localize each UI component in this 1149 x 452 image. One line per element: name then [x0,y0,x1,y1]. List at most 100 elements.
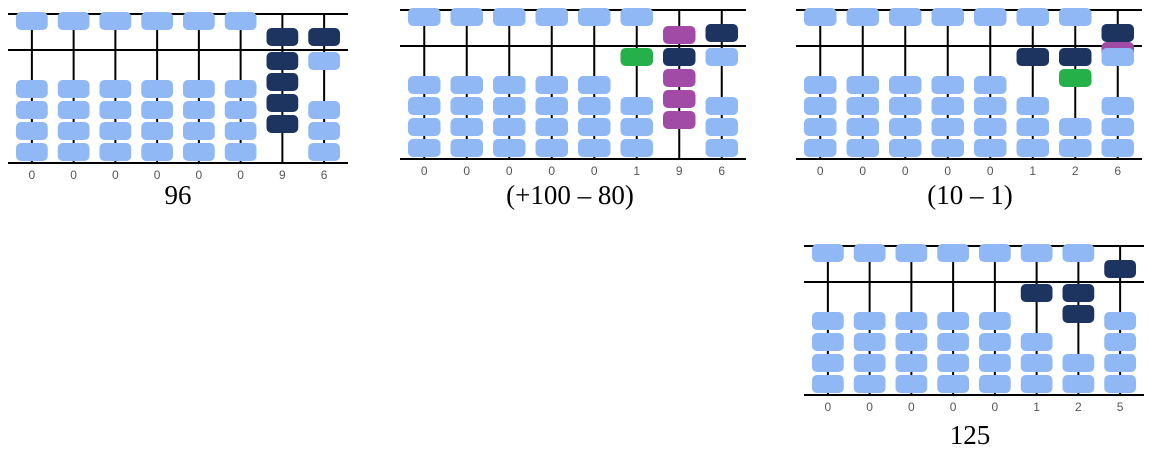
lower-bead [1101,97,1134,115]
lower-bead [224,80,257,98]
lower-bead [493,97,526,115]
lower-bead [937,333,969,351]
lower-bead [493,139,526,157]
lower-bead [705,139,738,157]
digit-label: 1 [1029,164,1036,178]
upper-bead [308,28,340,46]
digit-label: 0 [902,164,909,178]
lower-bead [183,80,215,98]
upper-bead [1059,8,1092,26]
upper-bead [99,12,132,30]
upper-bead [1104,260,1136,278]
lower-bead [853,312,886,330]
digit-label: 0 [196,168,203,182]
upper-bead [266,28,299,46]
lower-bead [16,122,48,140]
lower-bead [266,73,299,91]
upper-bead [846,8,879,26]
upper-bead [974,8,1007,26]
lower-bead [1101,48,1134,66]
lower-bead [1020,354,1053,372]
lower-bead [812,312,844,330]
lower-bead [889,139,922,157]
digit-label: 6 [321,168,328,182]
caption-2: (+100 – 80) [506,180,634,210]
lower-bead [16,143,48,161]
upper-bead [1062,244,1095,262]
digit-label: 0 [908,400,915,414]
lower-bead [974,139,1007,157]
lower-bead [1016,139,1049,157]
lower-bead [889,76,922,94]
digit-label: 2 [1072,164,1079,178]
lower-bead [493,118,526,136]
lower-bead [266,94,299,112]
lower-bead [620,139,653,157]
lower-bead [1062,305,1095,323]
upper-bead [889,8,922,26]
lower-bead [57,143,90,161]
digit-label: 0 [987,164,994,178]
lower-bead [804,139,837,157]
lower-bead [1101,118,1134,136]
digit-label: 0 [944,164,951,178]
lower-bead [99,122,132,140]
lower-bead [663,111,696,129]
lower-bead [1020,284,1053,302]
lower-bead [535,76,568,94]
lower-bead [183,101,215,119]
upper-bead [1101,24,1134,42]
lower-bead [16,101,48,119]
upper-bead [16,12,48,30]
lower-bead [99,101,132,119]
lower-bead [408,76,441,94]
upper-bead [141,12,173,30]
lower-bead [937,354,969,372]
upper-bead [705,24,738,42]
upper-bead [663,26,696,44]
lower-bead [1016,118,1049,136]
lower-bead [812,375,844,393]
lower-bead [974,97,1007,115]
lower-bead [663,90,696,108]
lower-bead [1062,375,1095,393]
lower-bead [979,375,1011,393]
lower-bead [57,122,90,140]
lower-bead [812,354,844,372]
lower-bead [408,97,441,115]
lower-bead [895,333,928,351]
upper-bead [450,8,483,26]
lower-bead [1104,333,1136,351]
digit-label: 0 [70,168,77,182]
lower-bead [895,312,928,330]
digit-label: 2 [1075,400,1082,414]
digit-label: 0 [992,400,999,414]
lower-bead [705,97,738,115]
lower-bead [853,333,886,351]
lower-bead [804,97,837,115]
digit-label: 9 [279,168,286,182]
lower-bead [308,122,340,140]
lower-bead [846,76,879,94]
lower-bead [450,118,483,136]
lower-bead [266,52,299,70]
lower-bead [931,139,964,157]
lower-bead [1020,333,1053,351]
lower-bead [141,143,173,161]
lower-bead [895,375,928,393]
lower-bead [535,97,568,115]
lower-bead [812,333,844,351]
digit-label: 6 [718,164,725,178]
lower-bead [99,80,132,98]
lower-bead [804,118,837,136]
upper-bead [895,244,928,262]
lower-bead [1062,354,1095,372]
upper-bead [620,8,653,26]
digit-label: 0 [548,164,555,178]
lower-bead [450,139,483,157]
digit-label: 0 [237,168,244,182]
lower-bead [266,115,299,133]
digit-label: 0 [421,164,428,178]
